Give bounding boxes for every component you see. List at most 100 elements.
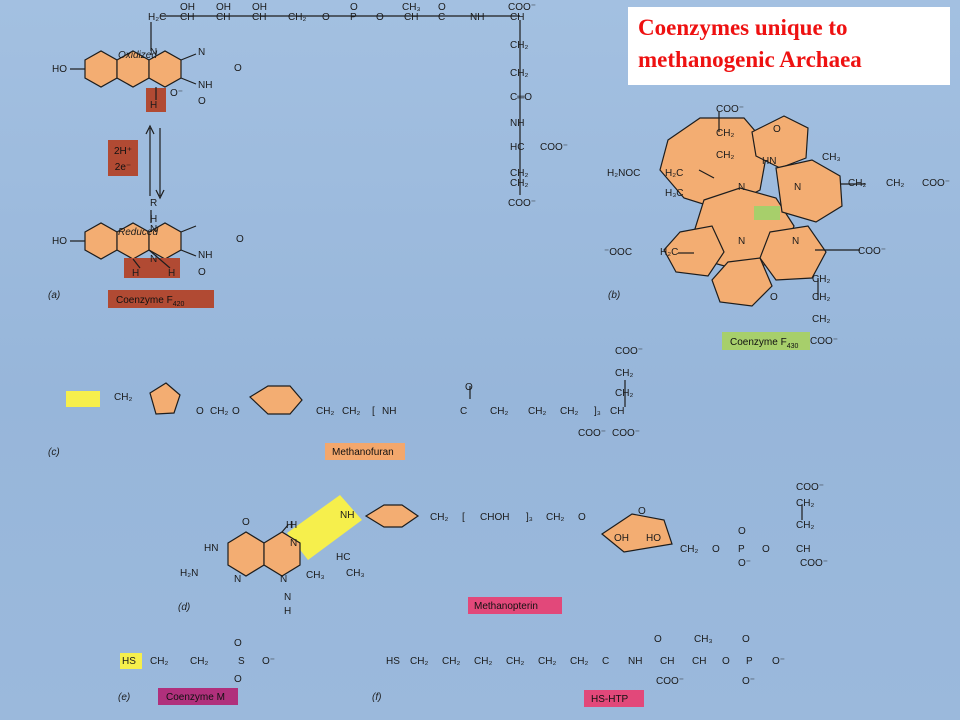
methanopterin-ring-atom: HN — [204, 543, 218, 554]
methanofuran-branch-atom: O — [465, 382, 473, 393]
bond — [148, 249, 171, 269]
methanofuran-name: Methanofuran — [332, 447, 394, 458]
methanopterin-chain-atom: [ — [462, 512, 465, 523]
methanopterin-ring-atom: N — [280, 574, 287, 585]
f420-red-h-highlight — [124, 258, 180, 278]
methanopterin-tail-atom: CH — [796, 544, 810, 555]
methanopterin-name-tag: Methanopterin — [468, 597, 562, 614]
chain-substituent: CH₃ — [402, 2, 421, 13]
ring-atom: O — [236, 234, 244, 245]
side-chain-atom: COO⁻ — [540, 142, 568, 153]
methanofuran-atom: COO⁻ — [578, 428, 606, 439]
hs-htp-atom: O⁻ — [772, 656, 785, 667]
pterin-pyrimidine-ring — [227, 531, 265, 577]
methanofuran-atom: CH₂ — [490, 406, 508, 417]
f430-atom: O — [773, 124, 781, 135]
f430-atom: N — [792, 236, 799, 247]
f430-name-sub: 430 — [787, 343, 799, 350]
methanofuran-atom: O — [232, 406, 240, 417]
methanofuran-branch-atom: CH₂ — [615, 368, 633, 379]
bond — [180, 225, 197, 233]
title-line-2: methanogenic Archaea — [638, 47, 862, 72]
panel-f-hs-htp: (f) HS-HTP — [372, 690, 644, 707]
f420-name-tag-bg — [108, 290, 214, 308]
ring-atom: N — [198, 47, 205, 58]
label-reduced: Reduced — [118, 227, 158, 238]
f430-atom: CH₂ — [812, 292, 830, 303]
methanopterin-ring-atom: N — [284, 592, 291, 603]
coenzyme-m-atom: CH₂ — [190, 656, 208, 667]
panel-d-methanopterin: (d) Methanopterin — [178, 495, 803, 614]
f430-lactam-ring — [751, 115, 809, 169]
ring-atom: N — [150, 47, 157, 58]
methanofuran-atom: CH₂ — [528, 406, 546, 417]
bond — [180, 53, 197, 61]
hs-htp-atom: HS — [386, 656, 400, 667]
methanopterin-ring-atom: CH₃ — [346, 568, 365, 579]
hs-htp-atom: O — [722, 656, 730, 667]
methanofuran-atom: CH — [610, 406, 624, 417]
methanofuran-atom: ]₃ — [594, 406, 601, 417]
step-box — [108, 140, 138, 176]
hs-htp-atom: CH₂ — [442, 656, 460, 667]
panel-c-methanofuran: (c) Methanofuran — [48, 380, 626, 460]
coenzyme-m-atom: O — [234, 638, 242, 649]
methanopterin-name-tag-bg — [468, 597, 562, 614]
f430-atom: O — [770, 292, 778, 303]
f430-right-ring — [775, 159, 843, 223]
ring-atom: O⁻ — [170, 88, 183, 99]
ribose-atom: O — [638, 506, 646, 517]
svg-text:Coenzyme F420: Coenzyme F420 — [116, 295, 184, 308]
coenzyme-m-atom: S — [238, 656, 245, 667]
ring-atom: NH — [198, 250, 212, 261]
f430-atom: CH₂ — [848, 178, 866, 189]
chain-atom: CH — [216, 12, 230, 23]
f430-atom: COO⁻ — [716, 104, 744, 115]
f430-atom: N — [794, 182, 801, 193]
f430-atom: HN — [762, 156, 776, 167]
methanofuran-atom: COO⁻ — [612, 428, 640, 439]
f430-name: Coenzyme F — [730, 337, 787, 348]
side-chain-atom: CH₂ — [510, 40, 528, 51]
f420-name: Coenzyme F — [116, 295, 173, 306]
ribose-atom: HO — [646, 533, 661, 544]
hs-htp-atom: CH — [660, 656, 674, 667]
coenzyme-m-name: Coenzyme M — [166, 692, 225, 703]
methanopterin-ring-atom: H₂N — [180, 568, 198, 579]
ring-atom: HO — [52, 236, 67, 247]
f430-atom: H₃C — [665, 188, 684, 199]
methanopterin-tail-atom: O — [738, 526, 746, 537]
hs-htp-atom: CH₂ — [538, 656, 556, 667]
f430-atom: CH₂ — [716, 150, 734, 161]
methanopterin-tail-atom: P — [738, 544, 745, 555]
ring-atom: H — [150, 214, 157, 225]
f430-upper-ring — [659, 117, 769, 211]
coenzyme-m-name-tag-bg — [158, 688, 238, 705]
hs-htp-name-tag-bg — [584, 690, 644, 707]
methanofuran-atom: CH₂ — [210, 406, 228, 417]
hs-htp-atom: CH — [692, 656, 706, 667]
side-chain-atom: NH — [510, 118, 524, 129]
hs-htp-atom: O — [654, 634, 662, 645]
chain-atom: CH — [252, 12, 266, 23]
hs-htp-atom: P — [746, 656, 753, 667]
f430-atom: N — [738, 236, 745, 247]
methanopterin-tail-atom: COO⁻ — [796, 482, 824, 493]
methanofuran-name-tag: Methanofuran — [325, 443, 405, 460]
ni-highlight — [754, 206, 780, 220]
chain-substituent: OH — [180, 2, 195, 13]
f430-atom: CH₃ — [822, 152, 841, 163]
ring-atom: NH — [198, 80, 212, 91]
f430-atom: COO⁻ — [810, 336, 838, 347]
methanopterin-tail-atom: COO⁻ — [800, 558, 828, 569]
chain-atom: H₂C — [148, 12, 166, 23]
f430-atom: H₂C — [665, 168, 683, 179]
hs-htp-atom: CH₂ — [506, 656, 524, 667]
ring-atom: O — [198, 96, 206, 107]
